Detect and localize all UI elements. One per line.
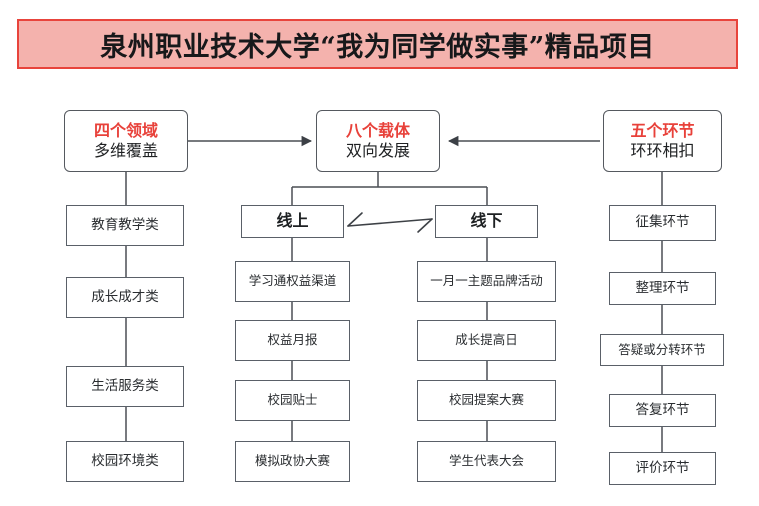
node-channel-offline[interactable]: 线下 — [435, 205, 538, 238]
node-label: 一月一主题品牌活动 — [430, 273, 543, 289]
pillar-header-carriers[interactable]: 八个载体 双向发展 — [316, 110, 440, 172]
node-stage-qa-or-transfer[interactable]: 答疑或分转环节 — [600, 334, 724, 366]
node-label: 教育教学类 — [91, 216, 159, 233]
node-offline-student-representative-assembly[interactable]: 学生代表大会 — [417, 441, 556, 482]
node-channel-online[interactable]: 线上 — [241, 205, 344, 238]
node-online-monthly-report[interactable]: 权益月报 — [235, 320, 350, 361]
node-label: 学生代表大会 — [448, 453, 524, 469]
pillar-header-carriers-title: 八个载体 — [345, 120, 410, 140]
node-online-mock-cppcc-contest[interactable]: 模拟政协大赛 — [235, 441, 350, 482]
pillar-header-domains-subtitle: 多维覆盖 — [93, 140, 158, 160]
node-label: 线下 — [470, 211, 503, 231]
node-stage-organization[interactable]: 整理环节 — [609, 272, 716, 305]
node-label: 模拟政协大赛 — [254, 453, 330, 469]
node-label: 权益月报 — [267, 332, 318, 348]
node-label: 成长提高日 — [455, 332, 518, 348]
node-stage-evaluation[interactable]: 评价环节 — [609, 452, 716, 485]
node-online-campus-tips[interactable]: 校园贴士 — [235, 380, 350, 421]
node-label: 学习通权益渠道 — [248, 273, 337, 289]
node-stage-reply[interactable]: 答复环节 — [609, 394, 716, 427]
node-label: 评价环节 — [635, 459, 690, 476]
node-label: 整理环节 — [635, 279, 690, 296]
node-domain-education[interactable]: 教育教学类 — [66, 205, 184, 246]
node-stage-collection[interactable]: 征集环节 — [609, 205, 716, 241]
node-label: 校园贴士 — [267, 392, 318, 408]
node-label: 征集环节 — [635, 214, 690, 231]
page-title: 泉州职业技术大学“我为同学做实事”精品项目 — [100, 31, 655, 63]
node-offline-growth-improvement-day[interactable]: 成长提高日 — [417, 320, 556, 361]
node-domain-life-service[interactable]: 生活服务类 — [66, 366, 184, 407]
pillar-header-stages[interactable]: 五个环节 环环相扣 — [603, 110, 722, 172]
node-label: 答疑或分转环节 — [618, 341, 706, 357]
pillar-header-domains-title: 四个领域 — [93, 120, 158, 140]
node-offline-campus-proposal-contest[interactable]: 校园提案大赛 — [417, 380, 556, 421]
node-offline-monthly-theme-brand-activity[interactable]: 一月一主题品牌活动 — [417, 261, 556, 302]
node-label: 生活服务类 — [91, 377, 159, 394]
pillar-header-stages-subtitle: 环环相扣 — [630, 140, 695, 160]
wire-online-offline-bidirectional — [347, 212, 433, 233]
node-label: 线上 — [276, 211, 309, 231]
node-domain-campus-environment[interactable]: 校园环境类 — [66, 441, 184, 482]
pillar-header-carriers-subtitle: 双向发展 — [345, 140, 410, 160]
node-label: 成长成才类 — [91, 288, 159, 305]
node-label: 校园环境类 — [91, 452, 159, 469]
node-label: 校园提案大赛 — [448, 392, 524, 408]
node-label: 答复环节 — [635, 401, 690, 418]
pillar-header-domains[interactable]: 四个领域 多维覆盖 — [64, 110, 188, 172]
node-online-xuexitong-channel[interactable]: 学习通权益渠道 — [235, 261, 350, 302]
node-domain-growth[interactable]: 成长成才类 — [66, 277, 184, 318]
title-banner: 泉州职业技术大学“我为同学做实事”精品项目 — [17, 19, 738, 69]
pillar-header-stages-title: 五个环节 — [630, 120, 695, 140]
